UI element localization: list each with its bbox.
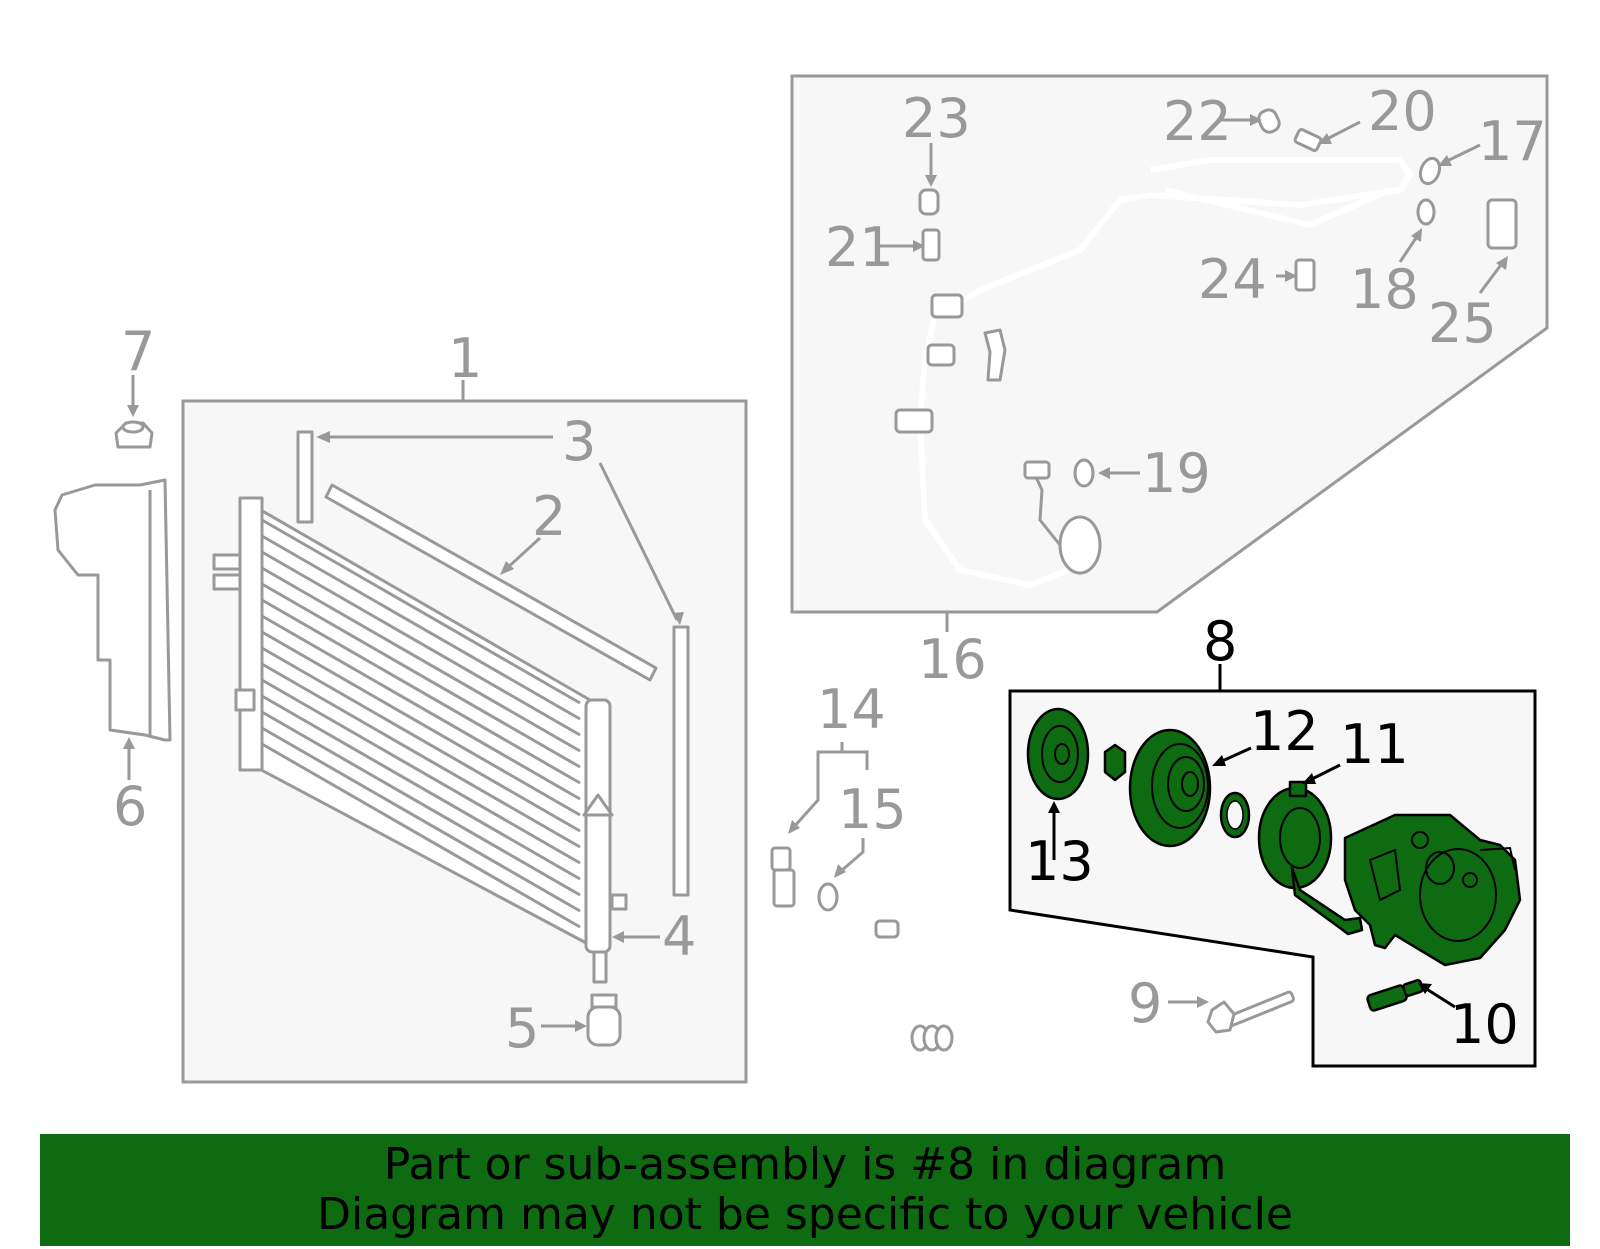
callout-10: 10 <box>1450 993 1519 1056</box>
callout-11: 11 <box>1340 713 1409 776</box>
callout-labels: 1 2 3 4 5 6 7 8 9 10 11 12 13 14 15 16 1… <box>113 80 1547 1060</box>
callout-12: 12 <box>1250 700 1319 763</box>
callout-24: 24 <box>1198 248 1267 311</box>
callout-2: 2 <box>532 485 566 548</box>
callout-23: 23 <box>902 87 971 150</box>
hose-fittings <box>918 108 1518 488</box>
callout-5: 5 <box>505 997 539 1060</box>
seal-bar <box>324 483 658 682</box>
callout-17: 17 <box>1478 110 1547 173</box>
banner-line-2: Diagram may not be specific to your vehi… <box>317 1189 1293 1240</box>
callout-6: 6 <box>113 775 147 838</box>
callout-9: 9 <box>1128 972 1162 1035</box>
callout-13: 13 <box>1025 830 1094 893</box>
info-banner: Part or sub-assembly is #8 in diagram Di… <box>40 1134 1570 1246</box>
callout-14: 14 <box>817 678 886 741</box>
suction-hose-drawing <box>894 157 1414 589</box>
callout-16: 16 <box>918 628 987 691</box>
nut-part <box>114 420 154 449</box>
strip-right <box>672 625 690 897</box>
callout-7: 7 <box>121 320 155 383</box>
air-guard-part <box>53 478 172 742</box>
callout-22: 22 <box>1163 90 1232 153</box>
callout-15: 15 <box>838 778 907 841</box>
discharge-hose-drawing <box>770 846 978 1052</box>
bolt-part <box>1206 990 1295 1034</box>
callout-20: 20 <box>1368 80 1437 143</box>
callout-3: 3 <box>562 410 596 473</box>
panel-hose-group <box>790 74 1549 614</box>
callout-19: 19 <box>1142 442 1211 505</box>
condenser-drawing <box>212 496 628 984</box>
callout-8[interactable]: 8 <box>1203 610 1237 673</box>
callout-25: 25 <box>1428 292 1497 355</box>
callout-21: 21 <box>825 216 894 279</box>
strip-left <box>296 430 314 524</box>
callout-1: 1 <box>448 327 482 390</box>
leader-lines <box>123 114 1508 1032</box>
banner-line-1: Part or sub-assembly is #8 in diagram <box>383 1139 1227 1190</box>
drier-cap-part <box>586 993 622 1047</box>
compressor-assembly-highlight[interactable] <box>1026 707 1522 1012</box>
callout-18: 18 <box>1350 258 1419 321</box>
callout-4: 4 <box>662 905 696 968</box>
